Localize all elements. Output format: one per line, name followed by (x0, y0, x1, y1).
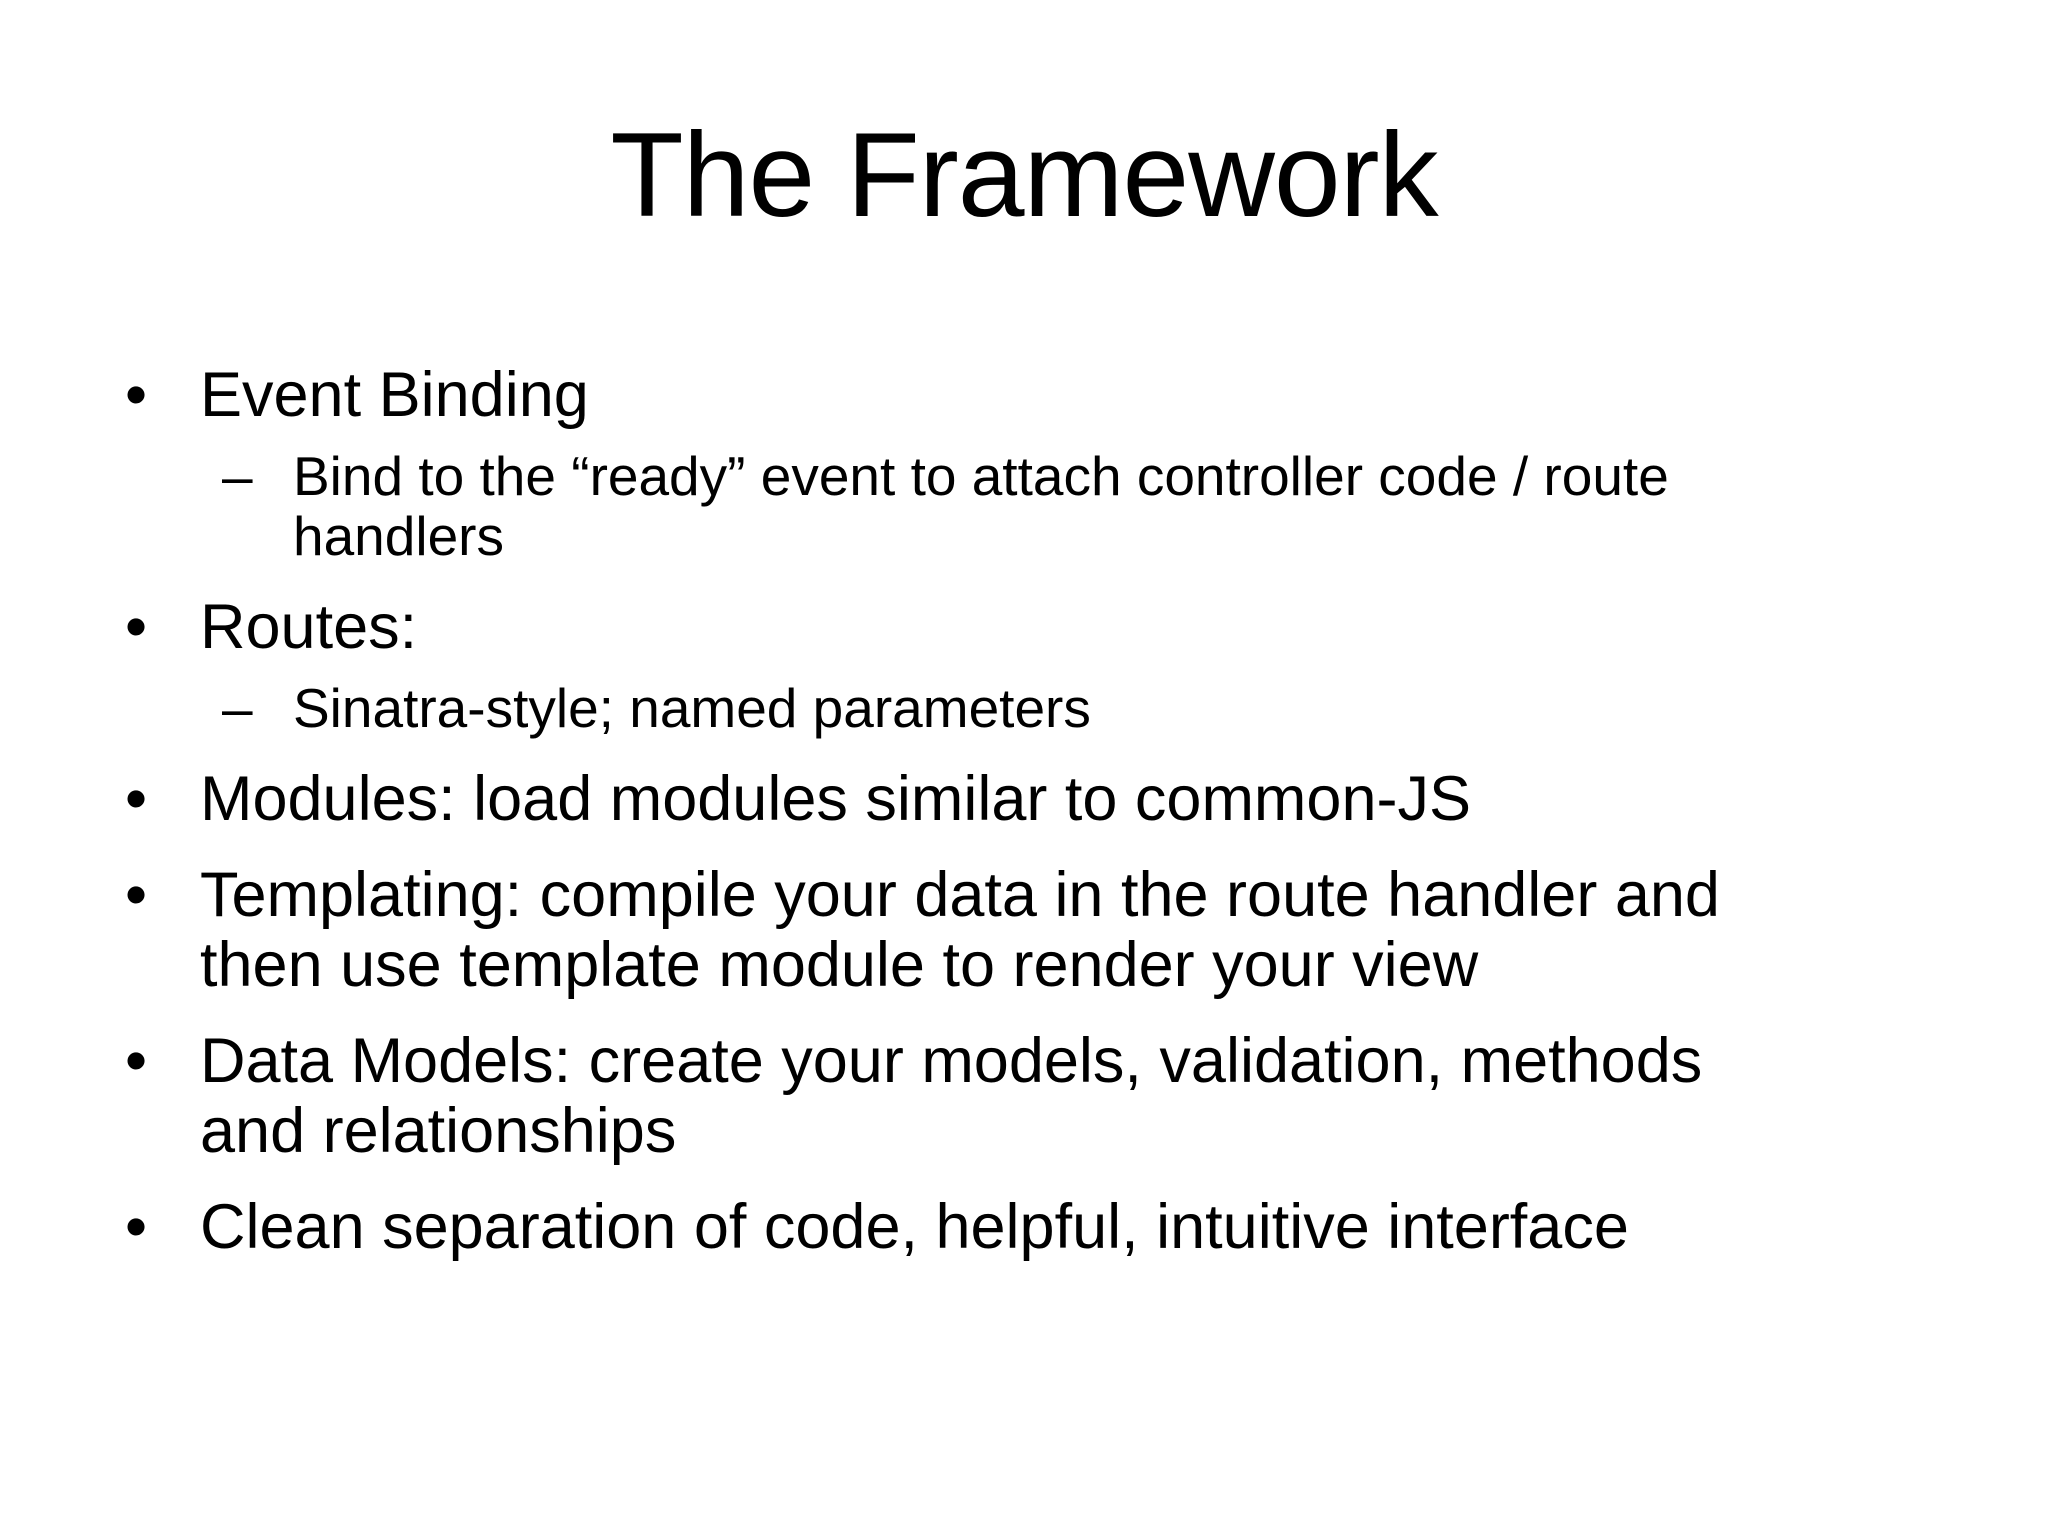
bullet-dot-marker: • (125, 360, 148, 430)
bullet-line: then use template module to render your … (200, 930, 1479, 1000)
bullet-text: Routes: (200, 592, 417, 662)
bullet-line: Routes: (200, 592, 418, 662)
bullet-text: Templating: compile your data in the rou… (200, 860, 1720, 1000)
bullet-line: and relationships (200, 1096, 677, 1166)
bullet-dot-marker: • (125, 764, 148, 834)
bullet-item-routes: • Routes: (0, 592, 2008, 662)
slide-title: The Framework (610, 108, 1438, 242)
bullet-dot-marker: • (125, 1192, 148, 1262)
bullet-line: Sinatra-style; named parameters (293, 677, 1091, 739)
bullet-text: Event Binding (200, 360, 589, 430)
subbullet-item-ready-event: – Bind to the “ready” event to attach co… (0, 446, 2008, 566)
bullet-item-event-binding: • Event Binding (0, 360, 2008, 430)
bullet-dash-marker: – (222, 677, 253, 739)
bullet-line: handlers (293, 505, 504, 567)
bullet-dash-marker: – (222, 445, 253, 507)
bullet-text: Bind to the “ready” event to attach cont… (293, 446, 1669, 566)
bullet-line: Templating: compile your data in the rou… (200, 860, 1720, 930)
bullet-dot-marker: • (125, 1026, 148, 1096)
bullet-line: Data Models: create your models, validat… (200, 1026, 1703, 1096)
bullet-text: Sinatra-style; named parameters (293, 678, 1091, 738)
bullet-dot-marker: • (125, 592, 148, 662)
bullet-item-modules: • Modules: load modules similar to commo… (0, 764, 2008, 834)
bullet-text: Clean separation of code, helpful, intui… (200, 1192, 1629, 1262)
bullet-dot-marker: • (125, 860, 148, 930)
bullet-item-templating: • Templating: compile your data in the r… (0, 860, 2008, 1000)
bullet-list: • Event Binding – Bind to the “ready” ev… (0, 360, 2008, 1262)
bullet-item-clean-separation: • Clean separation of code, helpful, int… (0, 1192, 2008, 1262)
bullet-line: Clean separation of code, helpful, intui… (200, 1192, 1629, 1262)
bullet-line: Modules: load modules similar to common-… (200, 764, 1471, 834)
bullet-line: Bind to the “ready” event to attach cont… (293, 445, 1669, 507)
bullet-text: Modules: load modules similar to common-… (200, 764, 1471, 834)
bullet-line: Event Binding (200, 360, 589, 430)
subbullet-item-sinatra-style: – Sinatra-style; named parameters (0, 678, 2008, 738)
bullet-item-data-models: • Data Models: create your models, valid… (0, 1026, 2008, 1166)
bullet-text: Data Models: create your models, validat… (200, 1026, 1702, 1166)
